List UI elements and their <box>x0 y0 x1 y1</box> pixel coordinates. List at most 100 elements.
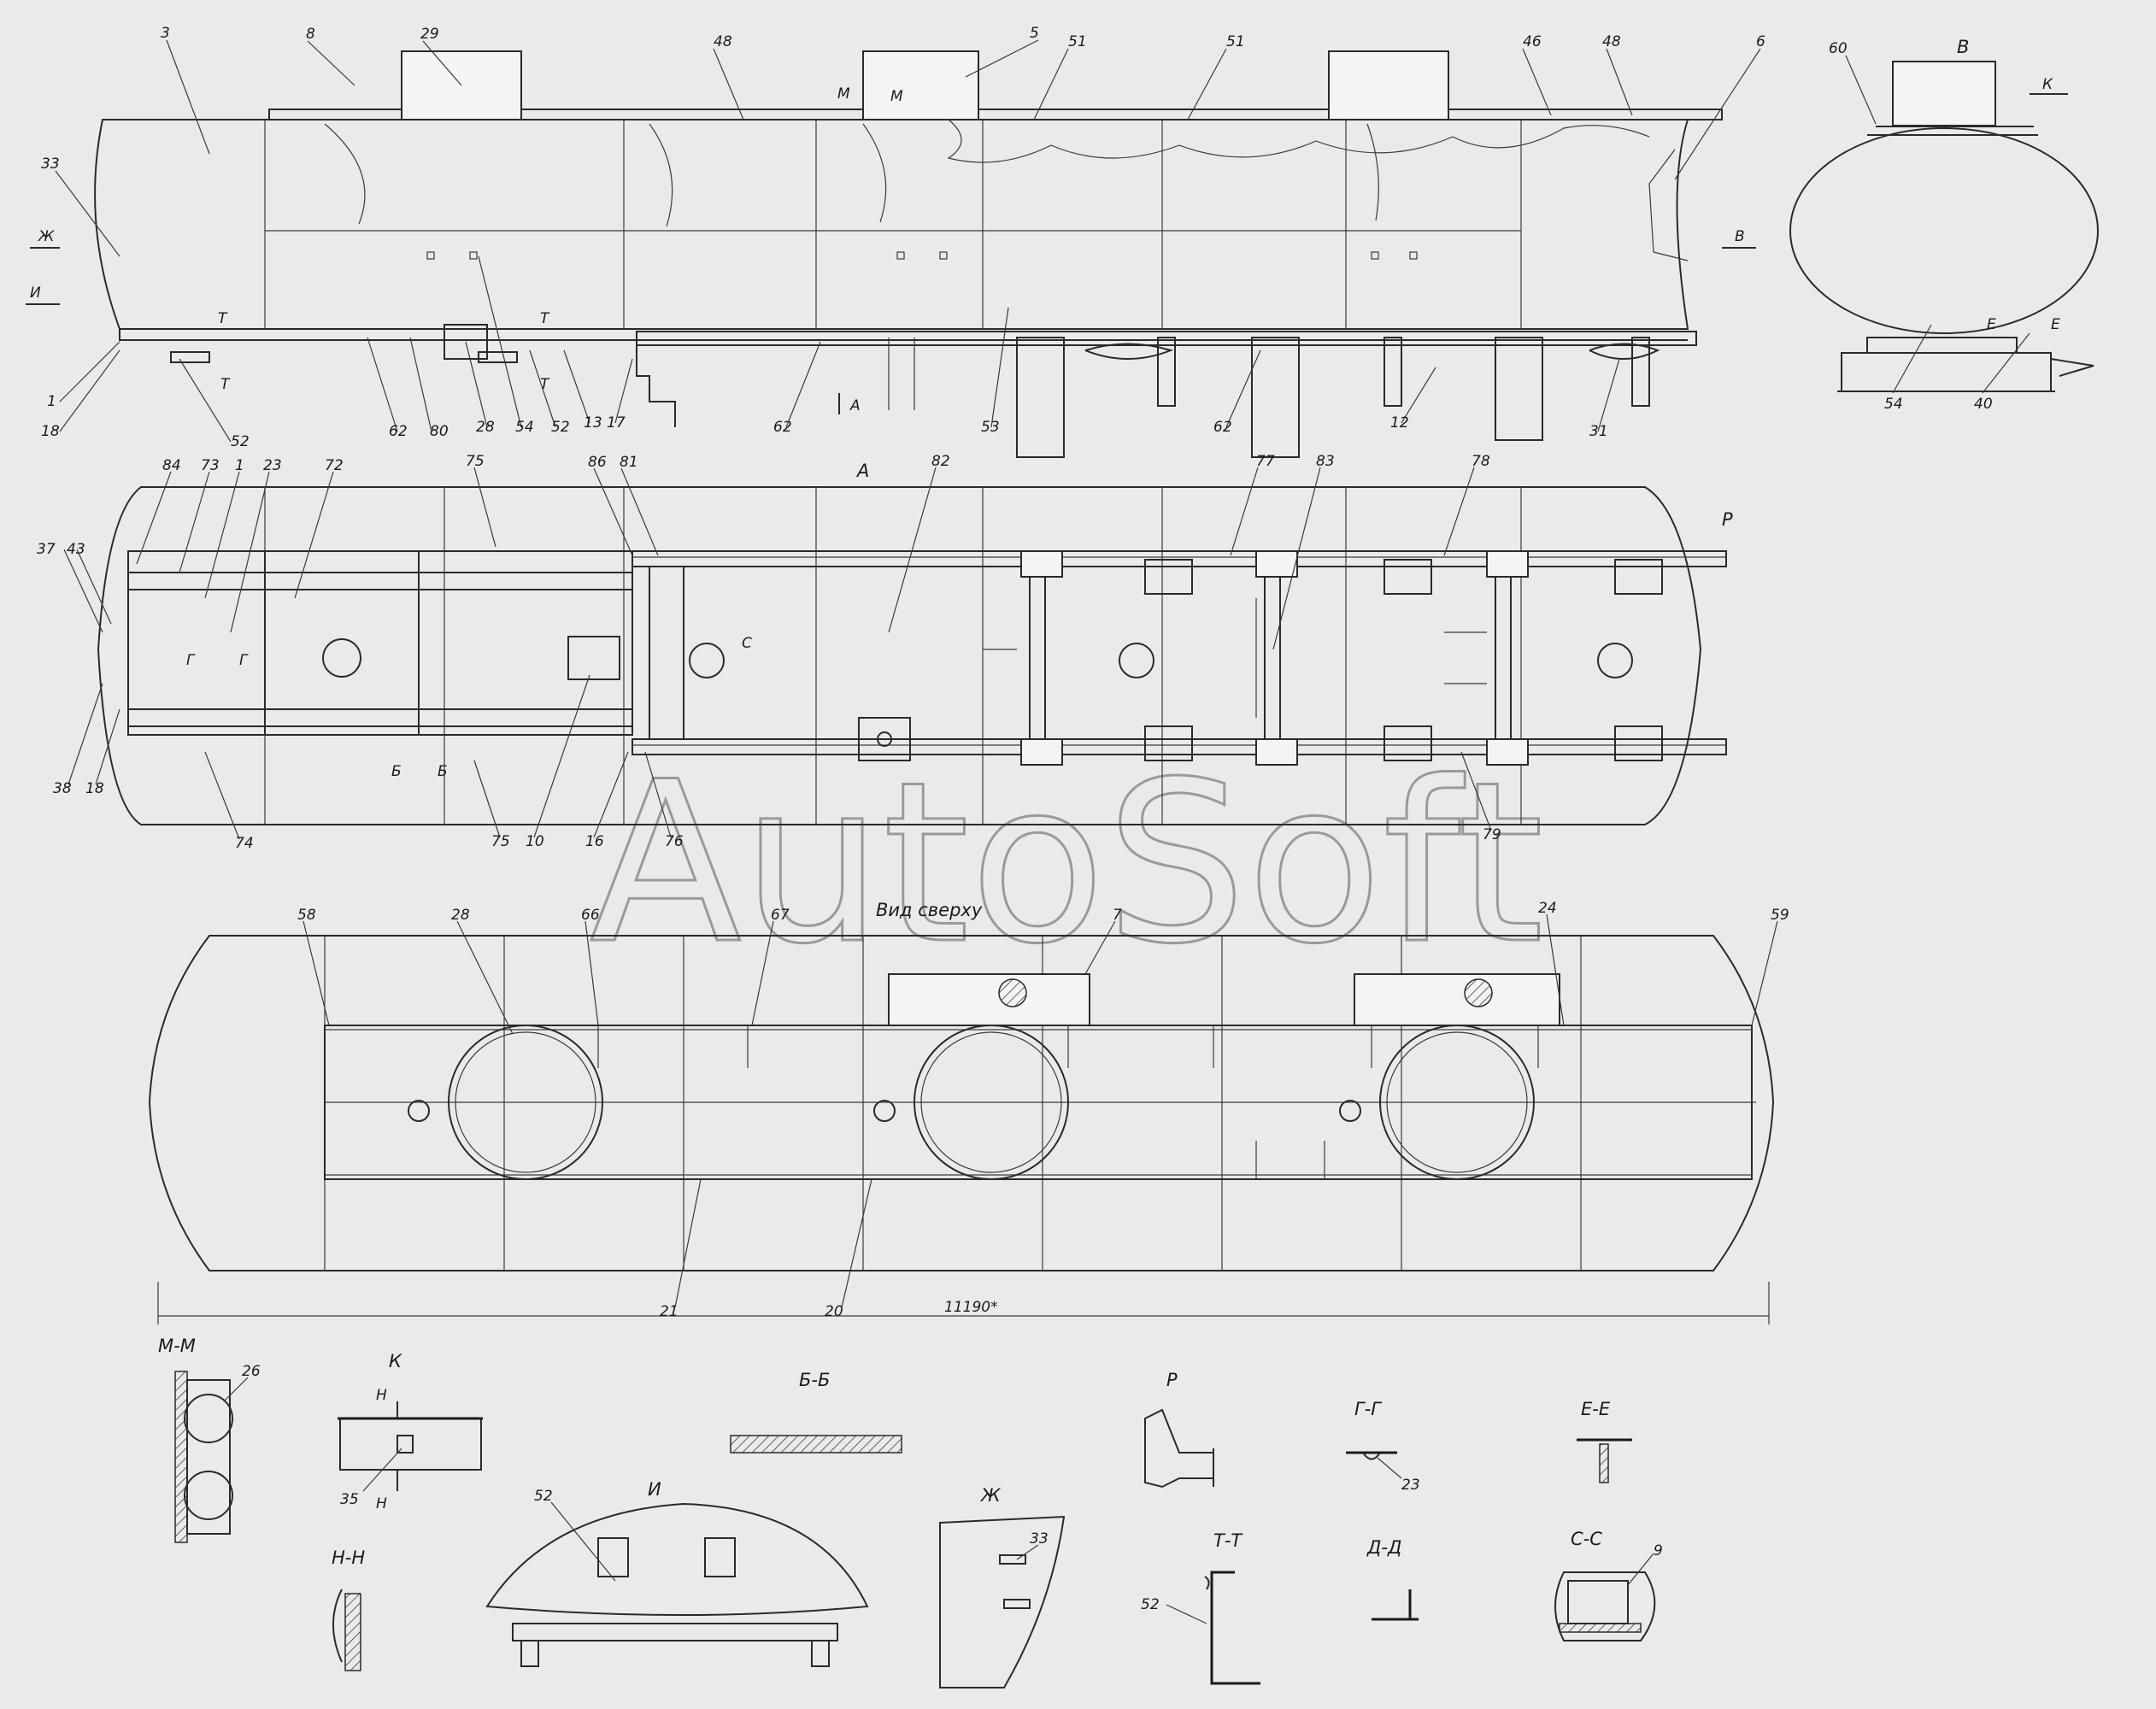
callout-53: 53 <box>981 419 1000 436</box>
callout-37: 37 <box>37 541 56 558</box>
callout-67: 67 <box>771 907 790 924</box>
callout-51-b: 51 <box>1226 33 1245 50</box>
callout-40: 40 <box>1974 396 1993 413</box>
section-zh: Ж 33 <box>939 1485 1066 1688</box>
callout-51-a: 51 <box>1068 33 1087 50</box>
callout-58: 58 <box>297 907 316 924</box>
top-callouts: 58 28 66 67 7 24 59 21 20 <box>297 900 1789 1320</box>
section-t-t: Т-Т 52 <box>1141 1530 1260 1685</box>
callout-43: 43 <box>67 541 85 558</box>
arrow-label-g2: Г <box>239 652 249 669</box>
view-label-p: Р <box>1722 509 1733 530</box>
section-m-m: М-М 26 <box>158 1336 261 1543</box>
callout-18-side: 18 <box>41 423 60 440</box>
callout-60: 60 <box>1829 40 1848 57</box>
arrow-label-b2: Б <box>438 763 448 780</box>
section-k-mark-2: Н <box>376 1495 387 1512</box>
arrow-label-e1: Е <box>1987 316 1996 333</box>
callout-83: 83 <box>1316 453 1335 470</box>
callout-28-side: 28 <box>476 419 495 436</box>
callout-10: 10 <box>526 833 544 850</box>
callout-20: 20 <box>825 1303 843 1320</box>
callout-74: 74 <box>235 835 254 852</box>
section-g-g: Г-Г 23 <box>1346 1399 1420 1494</box>
callout-73: 73 <box>201 457 220 474</box>
arrow-label-t2: Т <box>220 376 231 393</box>
callout-16: 16 <box>585 833 604 850</box>
watermark-text: AutoSoft <box>590 735 1544 993</box>
arrow-label-a-side: А <box>849 397 861 414</box>
callout-33: 33 <box>41 156 60 173</box>
section-e-e: Е-Е <box>1577 1399 1632 1483</box>
callout-7: 7 <box>1113 907 1122 924</box>
callout-52-b: 52 <box>551 419 570 436</box>
section-s-s: С-С 9 <box>1554 1529 1663 1641</box>
section-n-n: Н-Н <box>332 1547 365 1671</box>
callout-78: 78 <box>1472 453 1490 470</box>
callout-24: 24 <box>1538 900 1557 917</box>
bottom-view-a: А <box>97 461 1733 825</box>
callout-82: 82 <box>931 453 950 470</box>
callout-59: 59 <box>1771 907 1789 924</box>
callout-48-b: 48 <box>1602 33 1621 50</box>
callout-9: 9 <box>1654 1542 1663 1559</box>
callout-77: 77 <box>1256 453 1275 470</box>
section-title-m-m: М-М <box>158 1336 196 1356</box>
arrow-label-t4: Т <box>540 376 550 393</box>
section-title-k: К <box>389 1351 402 1371</box>
front-view: В К Е Е 60 54 40 <box>1789 37 2099 413</box>
callout-29: 29 <box>420 26 439 43</box>
callout-66: 66 <box>581 907 600 924</box>
arrow-label-v: В <box>1735 228 1745 245</box>
view-label-v: В <box>1957 37 1969 57</box>
callout-12: 12 <box>1390 414 1409 432</box>
section-b-b: Б-Б <box>730 1370 902 1454</box>
arrow-label-i: И <box>30 285 41 302</box>
arrow-label-t3: Т <box>540 310 550 327</box>
callout-52-a: 52 <box>231 433 250 450</box>
arrow-label-zh: Ж <box>38 228 55 245</box>
callout-76: 76 <box>665 833 684 850</box>
arrow-label-k: К <box>2042 76 2053 93</box>
callout-21: 21 <box>660 1303 679 1320</box>
section-d-d: Д-Д <box>1366 1537 1419 1621</box>
arrow-label-g1: Г <box>186 652 196 669</box>
bottom-callouts: 84 73 1 23 72 75 86 81 82 77 83 78 37 43… <box>37 453 1501 852</box>
callout-72: 72 <box>325 457 344 474</box>
arrow-label-m1: М <box>837 85 850 103</box>
arrow-label-m2: М <box>890 88 903 105</box>
callout-1-bottom: 1 <box>235 457 244 474</box>
section-title-b-b: Б-Б <box>799 1370 830 1390</box>
callout-23-g: 23 <box>1401 1477 1420 1494</box>
callout-28-top: 28 <box>451 907 470 924</box>
arrow-label-e2: Е <box>2051 316 2060 333</box>
callout-80: 80 <box>430 423 449 440</box>
side-callouts: 3 8 29 48 5 51 51 46 48 6 33 1 18 52 62 … <box>41 25 1765 450</box>
callout-84: 84 <box>162 457 181 474</box>
callout-5: 5 <box>1030 25 1039 42</box>
section-title-e-e: Е-Е <box>1581 1399 1611 1419</box>
callout-3: 3 <box>161 25 170 42</box>
section-title-p: Р <box>1166 1370 1178 1390</box>
view-label-a: А <box>855 461 869 481</box>
callout-35: 35 <box>340 1491 359 1508</box>
callout-8: 8 <box>306 26 315 43</box>
callout-52-i: 52 <box>534 1488 553 1505</box>
section-title-t-t: Т-Т <box>1213 1530 1243 1551</box>
callout-52-t: 52 <box>1141 1596 1160 1613</box>
side-section-marks: Ж И В А Т Т Т Т М М <box>26 85 1756 414</box>
callout-31: 31 <box>1589 423 1608 440</box>
arrow-label-b1: Б <box>391 763 402 780</box>
callout-1: 1 <box>47 393 56 410</box>
side-view <box>94 50 1723 458</box>
callout-62-a: 62 <box>389 423 408 440</box>
callout-33-zh: 33 <box>1030 1530 1049 1547</box>
arrow-label-s: С <box>742 635 752 652</box>
section-title-d-d: Д-Д <box>1366 1537 1401 1558</box>
callout-13: 13 <box>584 414 602 432</box>
callout-75-a: 75 <box>466 453 485 470</box>
section-title-zh: Ж <box>979 1485 1002 1506</box>
callout-6: 6 <box>1756 33 1765 50</box>
callout-38: 38 <box>53 780 72 797</box>
